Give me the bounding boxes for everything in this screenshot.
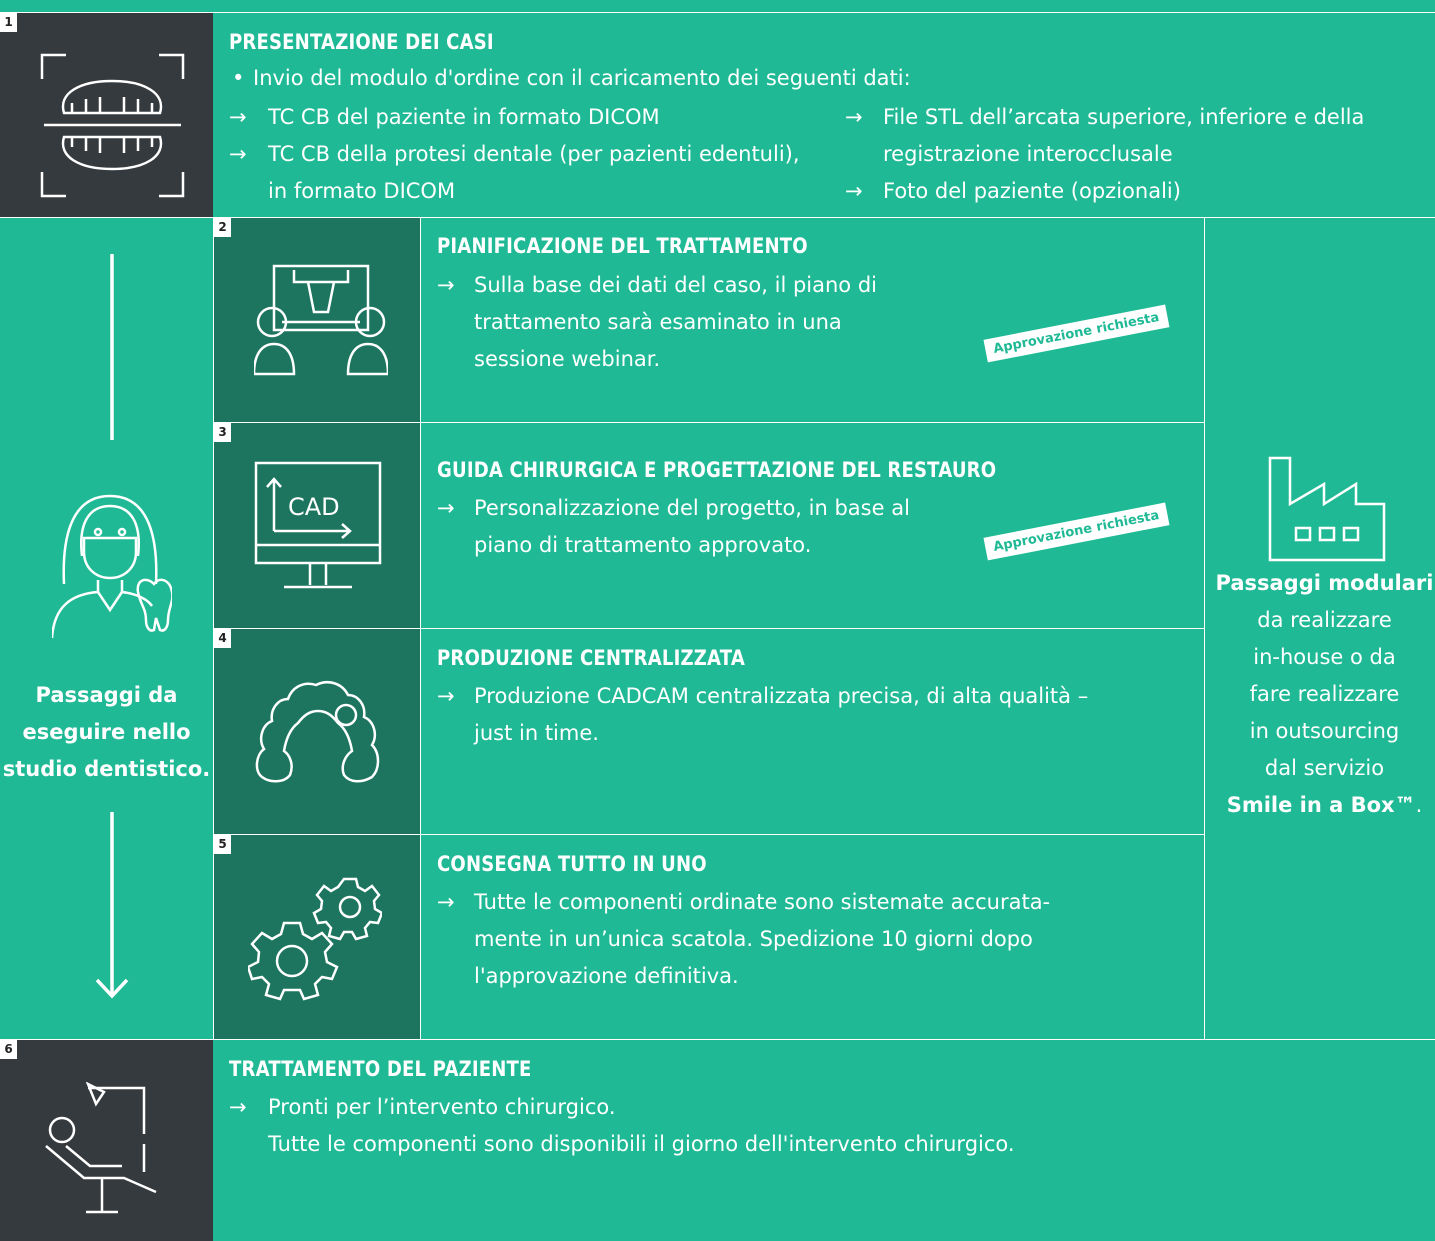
divider — [420, 217, 421, 1040]
step1-left-item: TC CB della protesi dentale (per pazient… — [268, 142, 800, 166]
divider — [0, 217, 1435, 218]
step1-intro: Invio del modulo d'ordine con il caricam… — [253, 66, 911, 90]
brand-name: Smile in a Box™ — [1226, 793, 1416, 817]
step6-line: Tutte le componenti sono disponibili il … — [268, 1132, 1015, 1156]
step1-left-item: in formato DICOM — [268, 179, 456, 203]
arrow: → — [229, 1095, 247, 1119]
step1-icon-box: 1 — [0, 13, 213, 217]
gears-icon — [248, 877, 382, 1001]
divider — [0, 1039, 1435, 1040]
cad-label: CAD — [288, 493, 340, 521]
step2-icon-box: 2 — [214, 218, 420, 422]
step2-line: sessione webinar. — [474, 347, 661, 371]
divider — [213, 834, 1204, 835]
step6-icon-box: 6 — [0, 1040, 213, 1241]
step6-number: 6 — [0, 1040, 17, 1059]
dentist-icon — [52, 494, 172, 638]
step4-icon-box: 4 — [214, 629, 420, 834]
arrow: → — [229, 105, 247, 129]
arrow: → — [437, 273, 455, 297]
right-panel-line: in outsourcing — [1249, 719, 1400, 743]
teeth-scan-icon — [40, 53, 185, 198]
arrow: → — [845, 105, 863, 129]
step6-title: TRATTAMENTO DEL PAZIENTE — [229, 1057, 532, 1081]
right-panel-bold-top: Passaggi modulari — [1215, 571, 1434, 595]
right-panel-line: in-house o da — [1253, 645, 1396, 669]
divider — [213, 217, 214, 1040]
step3-title: GUIDA CHIRURGICA E PROGETTAZIONE DEL RES… — [437, 458, 997, 482]
step2-title: PIANIFICAZIONE DEL TRATTAMENTO — [437, 234, 808, 258]
dental-arch-icon — [255, 681, 380, 783]
approval-required-stamp: Approvazione richiesta — [983, 502, 1170, 561]
down-arrow-line — [95, 254, 129, 999]
step1-right-item: File STL dell’arcata superiore, inferior… — [883, 105, 1365, 129]
step4-line: Produzione CADCAM centralizzata precisa,… — [474, 684, 1089, 708]
right-panel-brand: Smile in a Box™. — [1204, 787, 1435, 824]
step4-line: just in time. — [474, 721, 599, 745]
right-panel-line: dal servizio — [1264, 756, 1385, 780]
left-panel-line: Passaggi da — [35, 683, 178, 707]
step2-line: Sulla base dei dati del caso, il piano d… — [474, 273, 877, 297]
step1-left-item: TC CB del paziente in formato DICOM — [268, 105, 660, 129]
divider — [213, 628, 1204, 629]
step5-number: 5 — [214, 835, 231, 854]
step2-number: 2 — [214, 218, 231, 237]
step5-title: CONSEGNA TUTTO IN UNO — [437, 852, 707, 876]
dentist-chair-icon — [45, 1082, 157, 1214]
arrow: → — [845, 179, 863, 203]
step5-icon-box: 5 — [214, 835, 420, 1039]
left-panel-line: eseguire nello — [22, 720, 191, 744]
arrow: → — [437, 890, 455, 914]
step1-right-item: registrazione interocclusale — [883, 142, 1173, 166]
step2-line: trattamento sarà esaminato in una — [474, 310, 842, 334]
step3-icon-box: 3 CAD — [214, 423, 420, 628]
step5-line: mente in un’unica scatola. Spedizione 10… — [474, 927, 1033, 951]
bullet: • — [232, 66, 245, 90]
step6-line: Pronti per l’intervento chirurgico. — [268, 1095, 616, 1119]
webinar-planning-icon — [254, 264, 388, 376]
approval-required-stamp: Approvazione richiesta — [983, 304, 1170, 363]
right-panel-line: da realizzare — [1257, 608, 1392, 632]
step1-number: 1 — [0, 13, 17, 32]
factory-icon — [1268, 456, 1386, 562]
step3-line: piano di trattamento approvato. — [474, 533, 812, 557]
brand-suffix: . — [1415, 793, 1423, 817]
arrow: → — [437, 684, 455, 708]
divider — [1204, 217, 1205, 1040]
right-panel-line: fare realizzare — [1249, 682, 1400, 706]
step3-line: Personalizzazione del progetto, in base … — [474, 496, 910, 520]
step5-line: l'approvazione definitiva. — [474, 964, 739, 988]
left-panel-line: studio dentistico. — [2, 757, 211, 781]
divider — [213, 422, 1204, 423]
divider — [0, 12, 1435, 13]
step4-title: PRODUZIONE CENTRALIZZATA — [437, 646, 745, 670]
cad-monitor-icon: CAD — [254, 461, 382, 589]
step5-line: Tutte le componenti ordinate sono sistem… — [474, 890, 1051, 914]
step3-number: 3 — [214, 423, 231, 442]
step1-right-item: Foto del paziente (opzionali) — [883, 179, 1181, 203]
arrow: → — [229, 142, 247, 166]
step1-title: PRESENTAZIONE DEI CASI — [229, 30, 494, 54]
step4-number: 4 — [214, 629, 231, 648]
arrow: → — [437, 496, 455, 520]
